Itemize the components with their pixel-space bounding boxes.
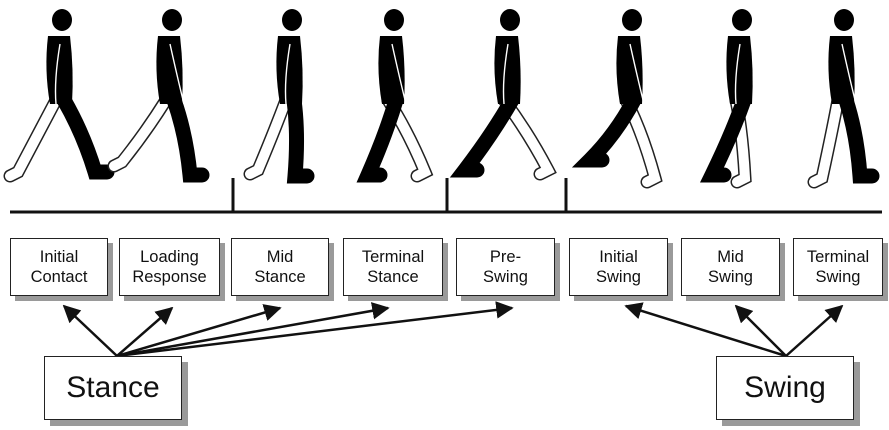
phase-line1: Mid	[708, 247, 753, 267]
walking-figure	[814, 9, 872, 182]
walking-figure	[250, 9, 307, 176]
phase-line1: Loading	[132, 247, 206, 267]
phase-box-pre-swing: Pre-Swing	[456, 238, 555, 296]
swing-label: Swing	[744, 371, 826, 405]
swing-arrows	[626, 306, 842, 356]
phase-line2: Stance	[254, 267, 305, 287]
gait-figures	[0, 0, 889, 200]
phase-line1: Pre-	[483, 247, 528, 267]
walking-figure	[368, 9, 425, 176]
walking-figure	[10, 9, 107, 176]
phase-line1: Initial	[31, 247, 88, 267]
walking-figure	[712, 9, 753, 182]
phase-line2: Swing	[807, 267, 869, 287]
walking-figure	[465, 9, 548, 174]
walking-figure	[114, 9, 202, 175]
phase-line1: Initial	[596, 247, 641, 267]
phase-line2: Swing	[596, 267, 641, 287]
phase-line2: Swing	[708, 267, 753, 287]
phase-line2: Stance	[362, 267, 424, 287]
swing-group-box: Swing	[716, 356, 854, 420]
stance-group-box: Stance	[44, 356, 182, 420]
phase-line2: Contact	[31, 267, 88, 287]
phase-line2: Swing	[483, 267, 528, 287]
stance-label: Stance	[66, 371, 159, 405]
phase-line1: Terminal	[807, 247, 869, 267]
phase-line1: Terminal	[362, 247, 424, 267]
phase-line1: Mid	[254, 247, 305, 267]
walking-figure	[590, 9, 655, 182]
phase-line2: Response	[132, 267, 206, 287]
stance-arrows	[64, 306, 512, 356]
